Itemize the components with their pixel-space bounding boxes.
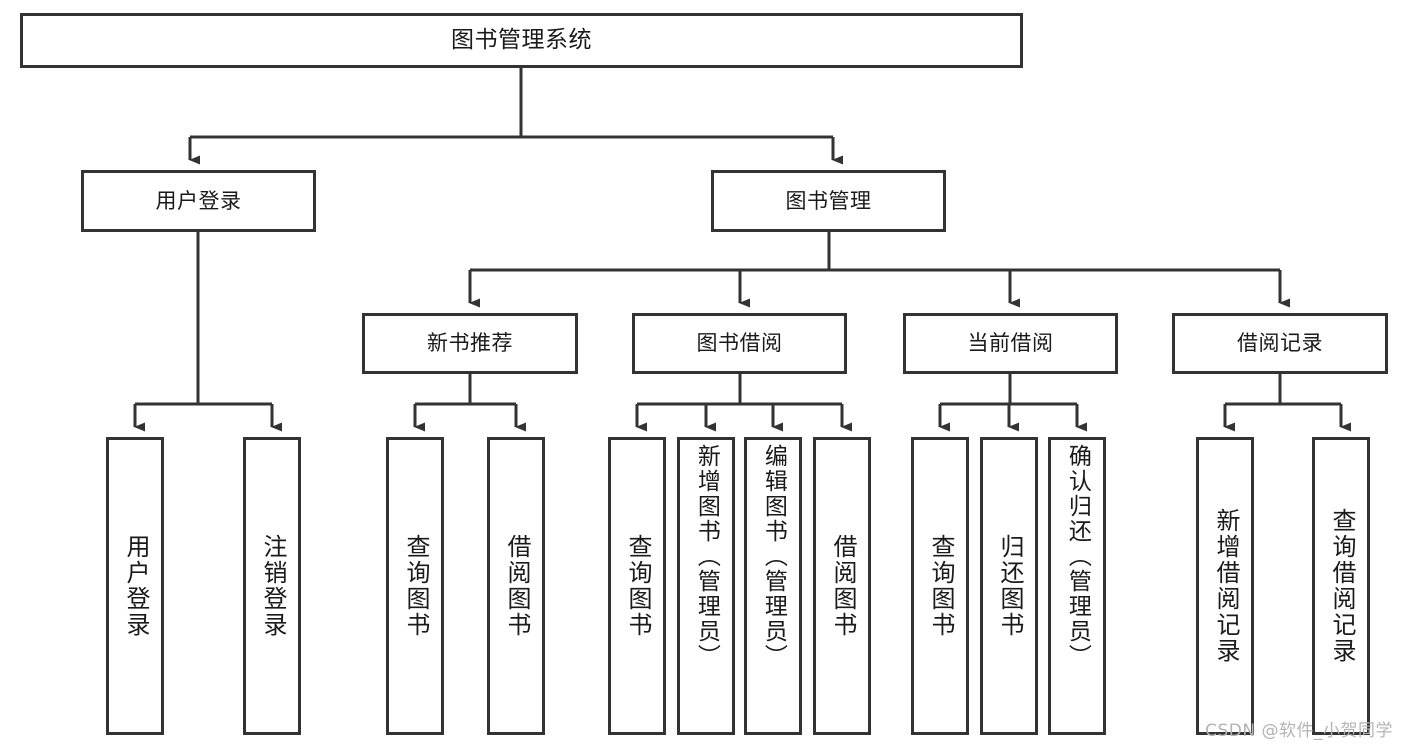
node-label: 借阅图书	[502, 534, 531, 638]
node-label: 查询图书	[926, 534, 955, 638]
node-leaf-add-book-admin[interactable]: 新增图书（管理员）	[677, 437, 735, 735]
node-label: 查询图书	[401, 534, 430, 638]
watermark-text: CSDN @软件_小贺同学	[1205, 721, 1393, 741]
node-current-borrow[interactable]: 当前借阅	[903, 313, 1118, 374]
node-label: 借阅记录	[1237, 331, 1323, 356]
node-label: 注销登录	[258, 534, 287, 638]
node-root-system[interactable]: 图书管理系统	[20, 13, 1023, 68]
node-leaf-query-book-recommend[interactable]: 查询图书	[386, 437, 444, 735]
node-leaf-query-book-borrow[interactable]: 查询图书	[608, 437, 666, 735]
node-label: 新增借阅记录	[1211, 508, 1240, 664]
node-label: 归还图书	[995, 534, 1024, 638]
node-label: 当前借阅	[967, 331, 1054, 356]
node-leaf-user-login[interactable]: 用户登录	[106, 437, 164, 735]
node-user-login[interactable]: 用户登录	[81, 170, 316, 232]
node-leaf-return-book[interactable]: 归还图书	[980, 437, 1038, 735]
node-leaf-query-borrow-record[interactable]: 查询借阅记录	[1312, 437, 1370, 735]
node-label: 新增图书（管理员）	[693, 444, 720, 669]
node-label: 新书推荐	[427, 331, 513, 356]
node-label: 用户登录	[155, 188, 242, 213]
node-label: 借阅图书	[828, 534, 857, 638]
node-label: 查询图书	[623, 534, 652, 638]
node-label: 编辑图书（管理员）	[760, 444, 787, 669]
node-leaf-borrow-book[interactable]: 借阅图书	[813, 437, 871, 735]
node-label: 用户登录	[121, 534, 150, 638]
node-label: 图书管理系统	[451, 27, 592, 54]
node-new-book-recommend[interactable]: 新书推荐	[362, 313, 578, 374]
node-label: 图书借阅	[696, 331, 783, 356]
node-leaf-query-book-current[interactable]: 查询图书	[911, 437, 969, 735]
node-leaf-add-borrow-record[interactable]: 新增借阅记录	[1196, 437, 1254, 735]
node-label: 确认归还（管理员）	[1064, 444, 1091, 669]
node-leaf-borrow-book-recommend[interactable]: 借阅图书	[487, 437, 545, 735]
node-leaf-confirm-return-admin[interactable]: 确认归还（管理员）	[1048, 437, 1106, 735]
node-label: 查询借阅记录	[1327, 508, 1356, 664]
node-borrow-record[interactable]: 借阅记录	[1172, 313, 1388, 374]
node-label: 图书管理	[785, 188, 872, 213]
node-leaf-logout-login[interactable]: 注销登录	[243, 437, 301, 735]
node-book-manage[interactable]: 图书管理	[711, 170, 946, 232]
node-leaf-edit-book-admin[interactable]: 编辑图书（管理员）	[744, 437, 802, 735]
node-book-borrow[interactable]: 图书借阅	[632, 313, 847, 374]
